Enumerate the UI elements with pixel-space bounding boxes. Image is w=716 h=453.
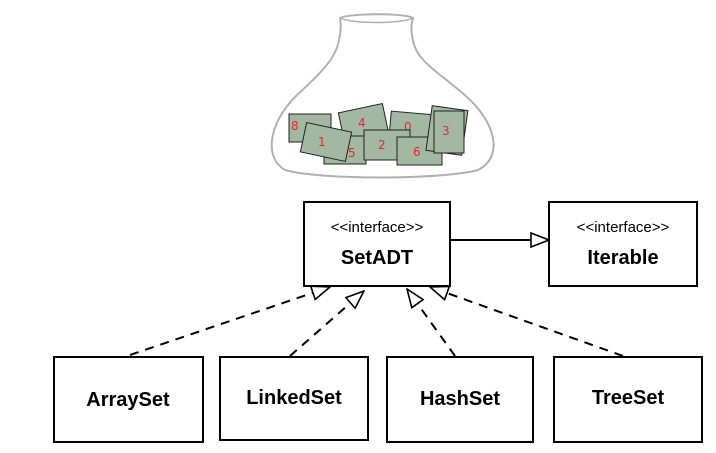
class-name: HashSet — [420, 388, 500, 410]
iterable-interface-box: <<interface>> Iterable — [548, 201, 698, 287]
treeset-class-box: TreeSet — [553, 356, 703, 443]
interface-name: SetADT — [341, 247, 413, 269]
tile-number: 4 — [358, 116, 366, 130]
tile-number: 3 — [442, 124, 450, 138]
tile-number: 1 — [318, 135, 326, 149]
tile-number: 0 — [404, 120, 412, 134]
jar-illustration: 8 4 0 5 2 1 6 3 — [270, 13, 495, 179]
realization-arrow-linkedset — [289, 291, 364, 357]
relationship-arrows — [129, 240, 624, 357]
interface-name: Iterable — [587, 247, 658, 269]
realization-arrow-hashset — [407, 289, 456, 357]
jar-outline — [270, 13, 495, 179]
stereotype-label: <<interface>> — [577, 219, 670, 236]
setadt-interface-box: <<interface>> SetADT — [303, 201, 451, 287]
tile-number: 6 — [413, 145, 421, 159]
class-name: LinkedSet — [246, 387, 342, 409]
hashset-class-box: HashSet — [386, 356, 534, 443]
element-tile: 3 — [425, 105, 469, 156]
linkedset-class-box: LinkedSet — [219, 356, 369, 441]
realization-arrow-arrayset — [129, 287, 330, 356]
element-tile: 1 — [299, 121, 353, 163]
arrayset-class-box: ArraySet — [53, 356, 204, 443]
tile-number: 8 — [291, 119, 299, 133]
tile-number: 5 — [348, 146, 356, 160]
tile-number: 2 — [378, 138, 386, 152]
stereotype-label: <<interface>> — [331, 219, 424, 236]
class-name: TreeSet — [592, 387, 665, 409]
realization-arrow-treeset — [430, 287, 624, 357]
class-name: ArraySet — [86, 389, 170, 411]
jar-rim — [339, 17, 414, 24]
